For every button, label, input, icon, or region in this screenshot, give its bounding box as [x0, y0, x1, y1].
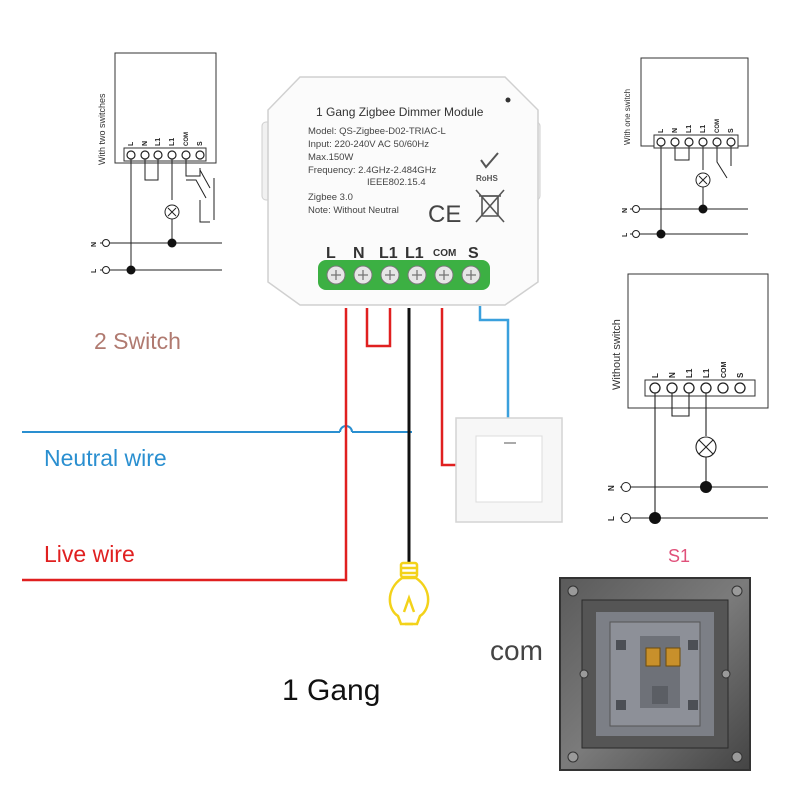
module-spec-5: IEEE802.15.4 [367, 177, 426, 188]
lightbulb-icon [388, 561, 430, 626]
mini-none-t-n: N [668, 372, 677, 378]
terminal-label-l1b: L1 [405, 245, 424, 262]
module-spec-4: Frequency: 2.4GHz-2.484GHz [308, 165, 437, 176]
mini-one-caption: With one switch [623, 89, 632, 145]
mini-none-line-l: L [607, 516, 616, 521]
gang-label: 1 Gang [282, 674, 380, 707]
terminal-label-n: N [353, 245, 365, 262]
module-spec-7: Note: Without Neutral [308, 205, 399, 216]
mini-two-t-s: S [197, 141, 204, 146]
mini-none-t-l1a: L1 [685, 368, 694, 378]
switch-back-photo [559, 577, 751, 771]
mini-two-t-com: COM [184, 132, 190, 146]
mini-two-t-l1b: L1 [169, 138, 176, 146]
module-spec-3: Max.150W [308, 152, 353, 163]
wall-switch [455, 417, 563, 523]
mini-none-t-l1b: L1 [702, 368, 711, 378]
rohs-label: RoHS [476, 174, 498, 183]
n-loop-wire [365, 308, 392, 348]
mini-none-line-n: N [607, 485, 616, 491]
mini-diagram-no-switch: Without switch L N L1 L1 COM S N L [607, 273, 769, 524]
terminal-label-s: S [468, 245, 479, 262]
mini-none-caption: Without switch [611, 319, 623, 390]
module-spec-2: Input: 220-240V AC 50/60Hz [308, 139, 429, 150]
mini-one-line-n: N [622, 208, 629, 213]
s-wire [478, 306, 510, 425]
check-icon [480, 152, 499, 169]
live-wire-line [22, 308, 348, 582]
two-switch-label: 2 Switch [94, 328, 181, 354]
dimmer-module: 1 Gang Zigbee Dimmer Module Model: QS-Zi… [261, 76, 541, 306]
mini-two-t-l: L [128, 141, 135, 146]
mini-one-t-s: S [728, 128, 735, 133]
mini-one-t-n: N [672, 128, 679, 133]
mini-one-t-l1a: L1 [686, 125, 693, 133]
module-title: 1 Gang Zigbee Dimmer Module [316, 105, 484, 119]
terminal-label-com: COM [433, 248, 456, 259]
mini-none-t-l: L [651, 373, 660, 378]
mini-diagram-one-switch: With one switch L N L1 L1 COM S N L [622, 57, 749, 239]
s1-label: S1 [668, 546, 690, 566]
mini-two-caption: With two switches [97, 93, 107, 165]
module-spec-1: Model: QS-Zigbee-D02-TRIAC-L [308, 126, 446, 137]
weee-bin-icon [475, 189, 505, 223]
mini-two-line-l: L [91, 268, 98, 273]
mini-two-line-n: N [91, 242, 98, 247]
neutral-wire-label: Neutral wire [44, 445, 167, 471]
mini-two-t-n: N [142, 141, 149, 146]
module-spec-6: Zigbee 3.0 [308, 192, 353, 203]
mini-one-t-l1b: L1 [700, 125, 707, 133]
terminal-label-l1a: L1 [379, 245, 398, 262]
mini-diagram-two-switches: With two switches L N L1 L1 COM S N [91, 52, 222, 275]
mini-none-t-com: COM [721, 362, 728, 379]
mini-one-t-l: L [658, 128, 665, 133]
com-wire [440, 308, 458, 467]
mini-none-t-s: S [736, 372, 745, 378]
mini-one-t-com: COM [715, 119, 721, 133]
main-wiring [22, 306, 510, 582]
terminal-label-l: L [326, 245, 336, 262]
mini-one-line-l: L [622, 232, 629, 237]
mini-two-t-l1a: L1 [155, 138, 162, 146]
live-wire-label: Live wire [44, 541, 135, 567]
ce-mark: CE [428, 201, 461, 228]
com-label: com [490, 635, 543, 666]
